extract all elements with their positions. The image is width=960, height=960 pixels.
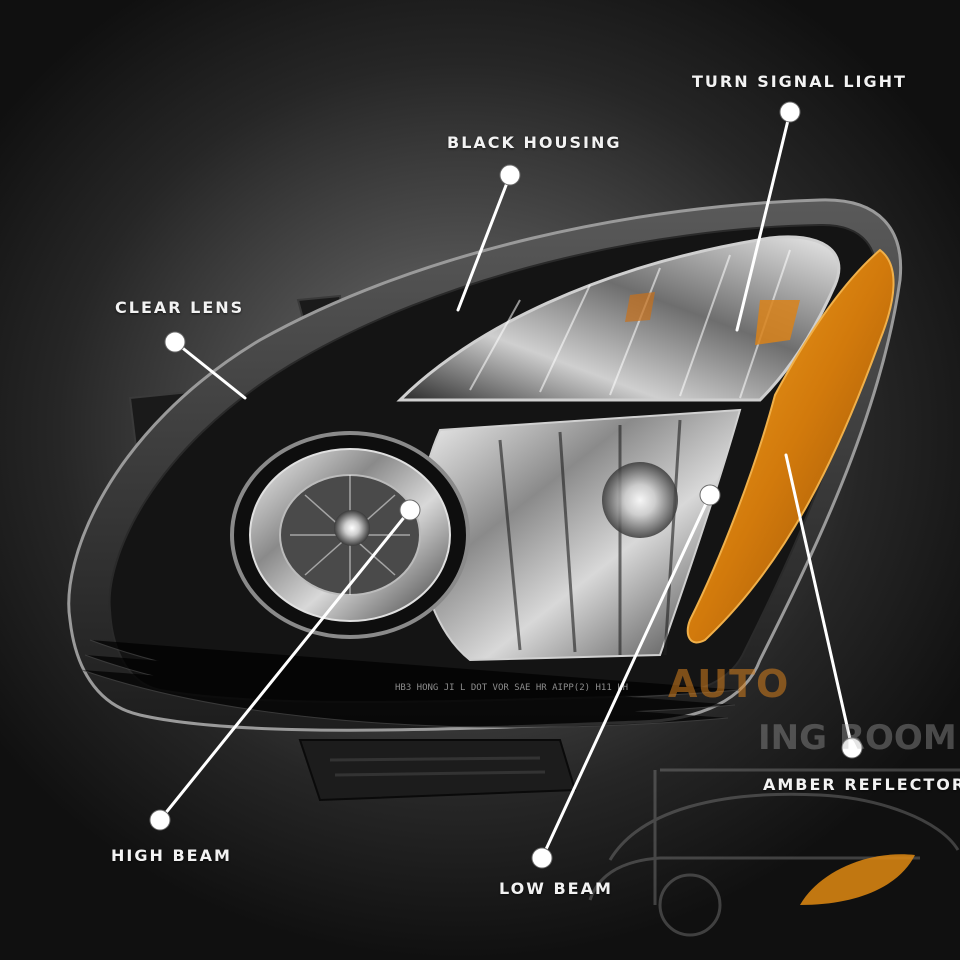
white-dot-icon	[399, 499, 421, 521]
white-dot-icon	[699, 484, 721, 506]
white-dot-icon	[531, 847, 553, 869]
label-black-housing: BLACK HOUSING	[447, 133, 622, 152]
watermark-brand: AUTO	[668, 662, 790, 706]
label-low-beam: LOW BEAM	[499, 879, 613, 898]
watermark-subtitle: ING ROOM	[758, 718, 957, 758]
high-beam-projector	[230, 431, 470, 639]
white-dot-icon	[779, 101, 801, 123]
amber-reflector-strip	[686, 248, 895, 644]
label-clear-lens: CLEAR LENS	[115, 298, 245, 317]
callout-lines	[158, 110, 854, 860]
white-dot-icon	[499, 164, 521, 186]
lens-markings: HB3 HONG JI L DOT VOR SAE HR AIPP(2) H11…	[395, 683, 628, 693]
car-outline-icon	[588, 768, 960, 937]
watermark-swoosh	[800, 854, 915, 905]
white-dot-icon	[149, 809, 171, 831]
mounting-bracket	[298, 739, 577, 802]
white-dot-icon	[164, 331, 186, 353]
label-high-beam: HIGH BEAM	[111, 846, 232, 865]
label-turn-signal-light: TURN SIGNAL LIGHT	[692, 72, 907, 91]
white-dot-icon	[841, 737, 863, 759]
callout-dots	[149, 101, 863, 869]
label-amber-reflector: AMBER REFLECTOR	[763, 775, 960, 794]
